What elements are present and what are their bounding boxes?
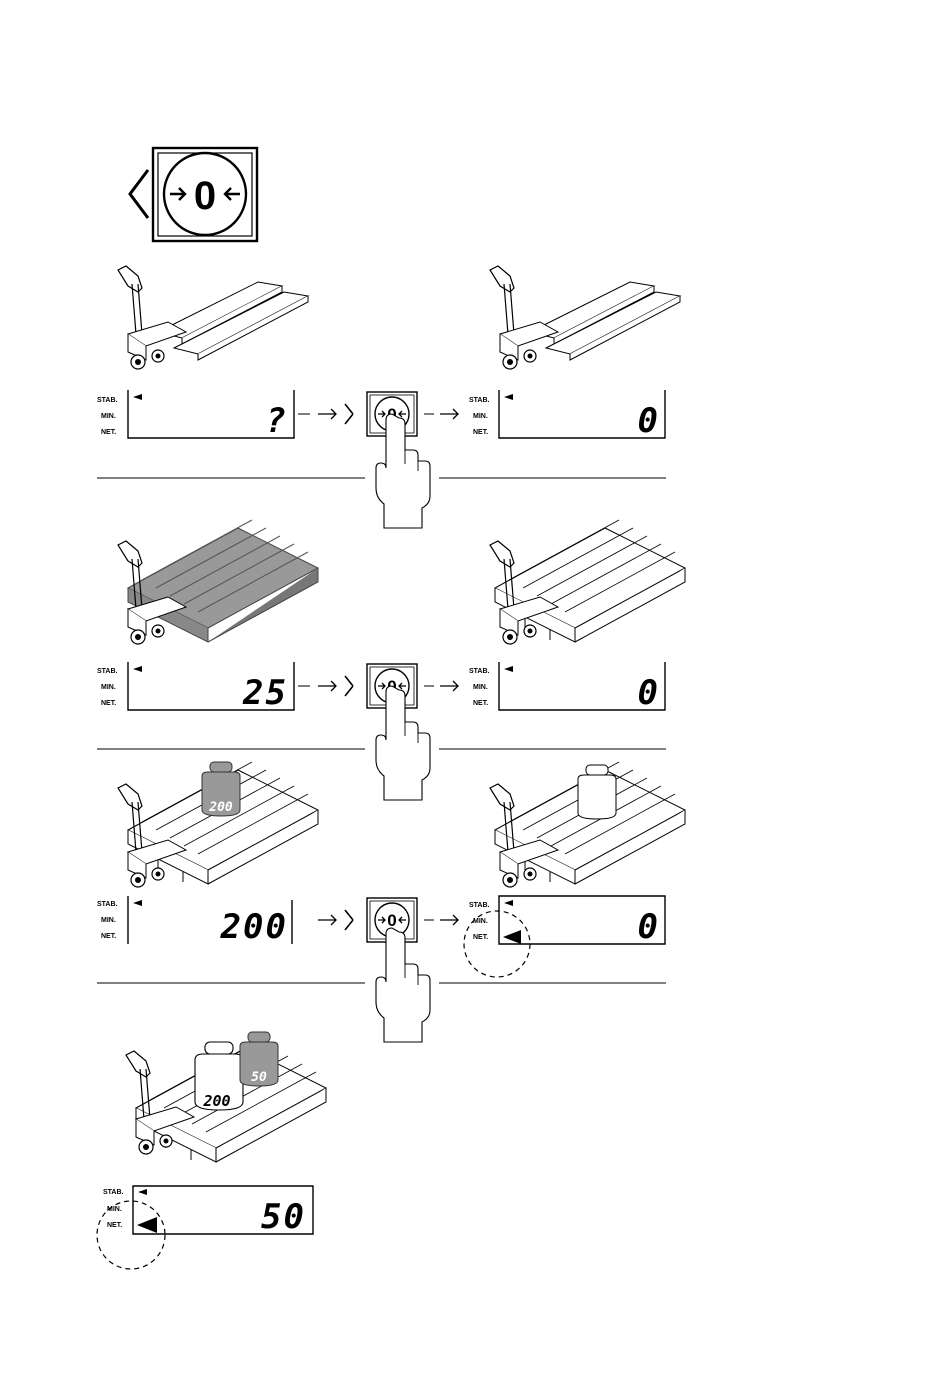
arrow-right-icon bbox=[318, 681, 336, 691]
weight-label: 50 bbox=[251, 1070, 267, 1085]
step-4: 200 50 STAB. MIN. NET. 50 bbox=[97, 1032, 326, 1269]
net-indicator-icon bbox=[503, 930, 521, 944]
net-label: NET. bbox=[101, 933, 116, 940]
min-label: MIN. bbox=[101, 413, 116, 420]
stab-label: STAB. bbox=[97, 397, 118, 404]
step-1: STAB. MIN. NET. ? 0 STAB. MIN. NET. 0 bbox=[97, 266, 680, 528]
lcd-after-2: STAB. MIN. NET. 0 bbox=[469, 662, 665, 713]
stab-label: STAB. bbox=[97, 668, 118, 675]
stab-label: STAB. bbox=[469, 397, 490, 404]
net-label: NET. bbox=[107, 1222, 122, 1229]
stab-indicator-icon bbox=[133, 900, 142, 906]
display-value: 0 bbox=[638, 401, 660, 441]
stab-label: STAB. bbox=[97, 901, 118, 908]
arrow-right-icon bbox=[318, 409, 336, 419]
net-label: NET. bbox=[101, 700, 116, 707]
step-2: STAB. MIN. NET. 25 0 STAB. MIN. NET. 0 bbox=[97, 520, 685, 800]
stab-label: STAB. bbox=[103, 1189, 124, 1196]
zero-key-label: 0 bbox=[194, 174, 216, 218]
net-label: NET. bbox=[473, 429, 488, 436]
stab-indicator-icon bbox=[133, 394, 142, 400]
zero-button-label: 0 bbox=[387, 911, 396, 930]
stab-label: STAB. bbox=[469, 902, 490, 909]
arrow-right-icon bbox=[440, 409, 458, 419]
net-label: NET. bbox=[101, 429, 116, 436]
stab-indicator-icon bbox=[504, 900, 513, 906]
display-value: ? bbox=[266, 401, 288, 441]
zero-button-2[interactable]: 0 bbox=[345, 664, 417, 708]
net-label: NET. bbox=[473, 934, 488, 941]
lcd-before-2: STAB. MIN. NET. 25 bbox=[97, 662, 294, 713]
lcd-before-3: STAB. MIN. NET. 200 bbox=[97, 896, 292, 947]
min-label: MIN. bbox=[473, 684, 488, 691]
weight-label: 200 bbox=[208, 800, 233, 815]
truck-pallet-two-weights: 200 50 bbox=[126, 1032, 326, 1162]
arrow-right-icon bbox=[440, 681, 458, 691]
truck-empty-left bbox=[118, 266, 308, 369]
truck-pallet-weight-200: 200 bbox=[118, 762, 318, 887]
stab-indicator-icon bbox=[504, 666, 513, 672]
stab-indicator-icon bbox=[138, 1189, 147, 1195]
zero-button-1[interactable]: 0 bbox=[345, 392, 417, 436]
arrow-right-icon bbox=[440, 915, 458, 925]
truck-pallet-right bbox=[490, 520, 685, 644]
min-label: MIN. bbox=[473, 918, 488, 925]
stab-label: STAB. bbox=[469, 668, 490, 675]
display-value: 0 bbox=[638, 673, 660, 713]
truck-pallet-weight-white bbox=[490, 762, 685, 887]
min-label: MIN. bbox=[473, 413, 488, 420]
zero-button-3[interactable]: 0 bbox=[345, 898, 417, 942]
display-value: 0 bbox=[638, 907, 660, 947]
display-value: 25 bbox=[242, 673, 288, 713]
display-value: 50 bbox=[261, 1197, 306, 1237]
hand-press-icon bbox=[376, 928, 430, 1042]
net-label: NET. bbox=[473, 700, 488, 707]
truck-grey-pallet bbox=[118, 520, 318, 644]
lcd-before-1: STAB. MIN. NET. ? bbox=[97, 390, 294, 441]
arrow-right-icon bbox=[318, 915, 336, 925]
lcd-after-3: STAB. MIN. NET. 0 bbox=[464, 896, 665, 977]
min-label: MIN. bbox=[101, 684, 116, 691]
zero-key-large: 0 bbox=[130, 148, 257, 241]
lcd-final: STAB. MIN. NET. 50 bbox=[97, 1186, 313, 1269]
truck-empty-right bbox=[490, 266, 680, 369]
min-label: MIN. bbox=[101, 917, 116, 924]
net-indicator-icon bbox=[137, 1217, 157, 1233]
lcd-after-1: STAB. MIN. NET. 0 bbox=[469, 390, 665, 441]
weight-label: 200 bbox=[202, 1092, 230, 1110]
display-value: 200 bbox=[220, 907, 288, 947]
stab-indicator-icon bbox=[133, 666, 142, 672]
step-3: 200 STAB. MIN. NET. 200 0 STAB. MIN. NET… bbox=[97, 762, 685, 1042]
stab-indicator-icon bbox=[504, 394, 513, 400]
